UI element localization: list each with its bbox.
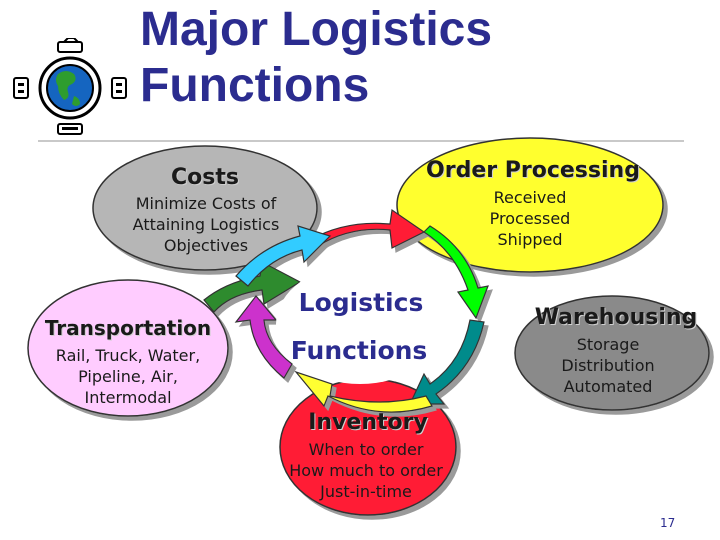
transportation-line-3: Intermodal bbox=[84, 388, 172, 407]
title-line-2: Functions bbox=[140, 59, 370, 112]
inventory-line-3: Just-in-time bbox=[320, 482, 412, 501]
costs-line-2: Attaining Logistics bbox=[132, 215, 280, 234]
cycle-arrow-green bbox=[423, 225, 489, 320]
title-line-1: Major Logistics bbox=[140, 3, 493, 56]
center-label-functions: Functions bbox=[290, 336, 428, 365]
warehousing-line-1: Storage bbox=[576, 335, 640, 354]
inventory-text: When to order How much to order Just-in-… bbox=[268, 439, 464, 502]
cycle-arrow-teal bbox=[409, 319, 485, 405]
order-processing-line-3: Shipped bbox=[497, 230, 563, 249]
slide-title: Major Logistics Functions bbox=[140, 2, 700, 114]
inventory-line-1: When to order bbox=[308, 440, 424, 459]
center-hub bbox=[276, 264, 444, 384]
cycle-arrow-darkgreen bbox=[203, 261, 302, 313]
costs-line-3: Objectives bbox=[163, 236, 249, 255]
transportation-line-1: Rail, Truck, Water, bbox=[55, 346, 201, 365]
transportation-ellipse bbox=[27, 279, 229, 417]
order-processing-text: Received Processed Shipped bbox=[470, 187, 590, 250]
costs-line-1: Minimize Costs of bbox=[135, 194, 277, 213]
costs-heading: Costs bbox=[171, 165, 239, 190]
title-divider bbox=[38, 140, 684, 142]
warehousing-heading: Warehousing bbox=[534, 305, 698, 330]
cycle-arrow-cyan bbox=[235, 225, 332, 287]
cycle-arrow-red bbox=[308, 208, 426, 249]
inventory-line-2: How much to order bbox=[289, 461, 443, 480]
transportation-line-2: Pipeline, Air, bbox=[78, 367, 178, 386]
costs-ellipse bbox=[92, 145, 318, 271]
page-number: 17 bbox=[660, 516, 676, 530]
transportation-text: Rail, Truck, Water, Pipeline, Air, Inter… bbox=[28, 345, 228, 408]
order-processing-line-2: Processed bbox=[489, 209, 571, 228]
warehousing-ellipse bbox=[514, 295, 710, 411]
order-processing-ellipse bbox=[396, 137, 664, 273]
transportation-heading: Transportation bbox=[44, 316, 212, 340]
center-label-logistics: Logistics bbox=[298, 288, 424, 317]
warehousing-line-2: Distribution bbox=[561, 356, 655, 375]
order-processing-heading: Order Processing bbox=[426, 158, 640, 183]
cycle-arrow-yellow bbox=[294, 370, 433, 413]
globe-logistics-icon bbox=[13, 38, 127, 135]
warehousing-line-3: Automated bbox=[563, 377, 653, 396]
warehousing-text: Storage Distribution Automated bbox=[548, 334, 668, 397]
inventory-heading: Inventory bbox=[308, 410, 428, 435]
order-processing-line-1: Received bbox=[493, 188, 567, 207]
costs-text: Minimize Costs of Attaining Logistics Ob… bbox=[108, 193, 304, 256]
cycle-arrow-purple bbox=[234, 295, 293, 379]
